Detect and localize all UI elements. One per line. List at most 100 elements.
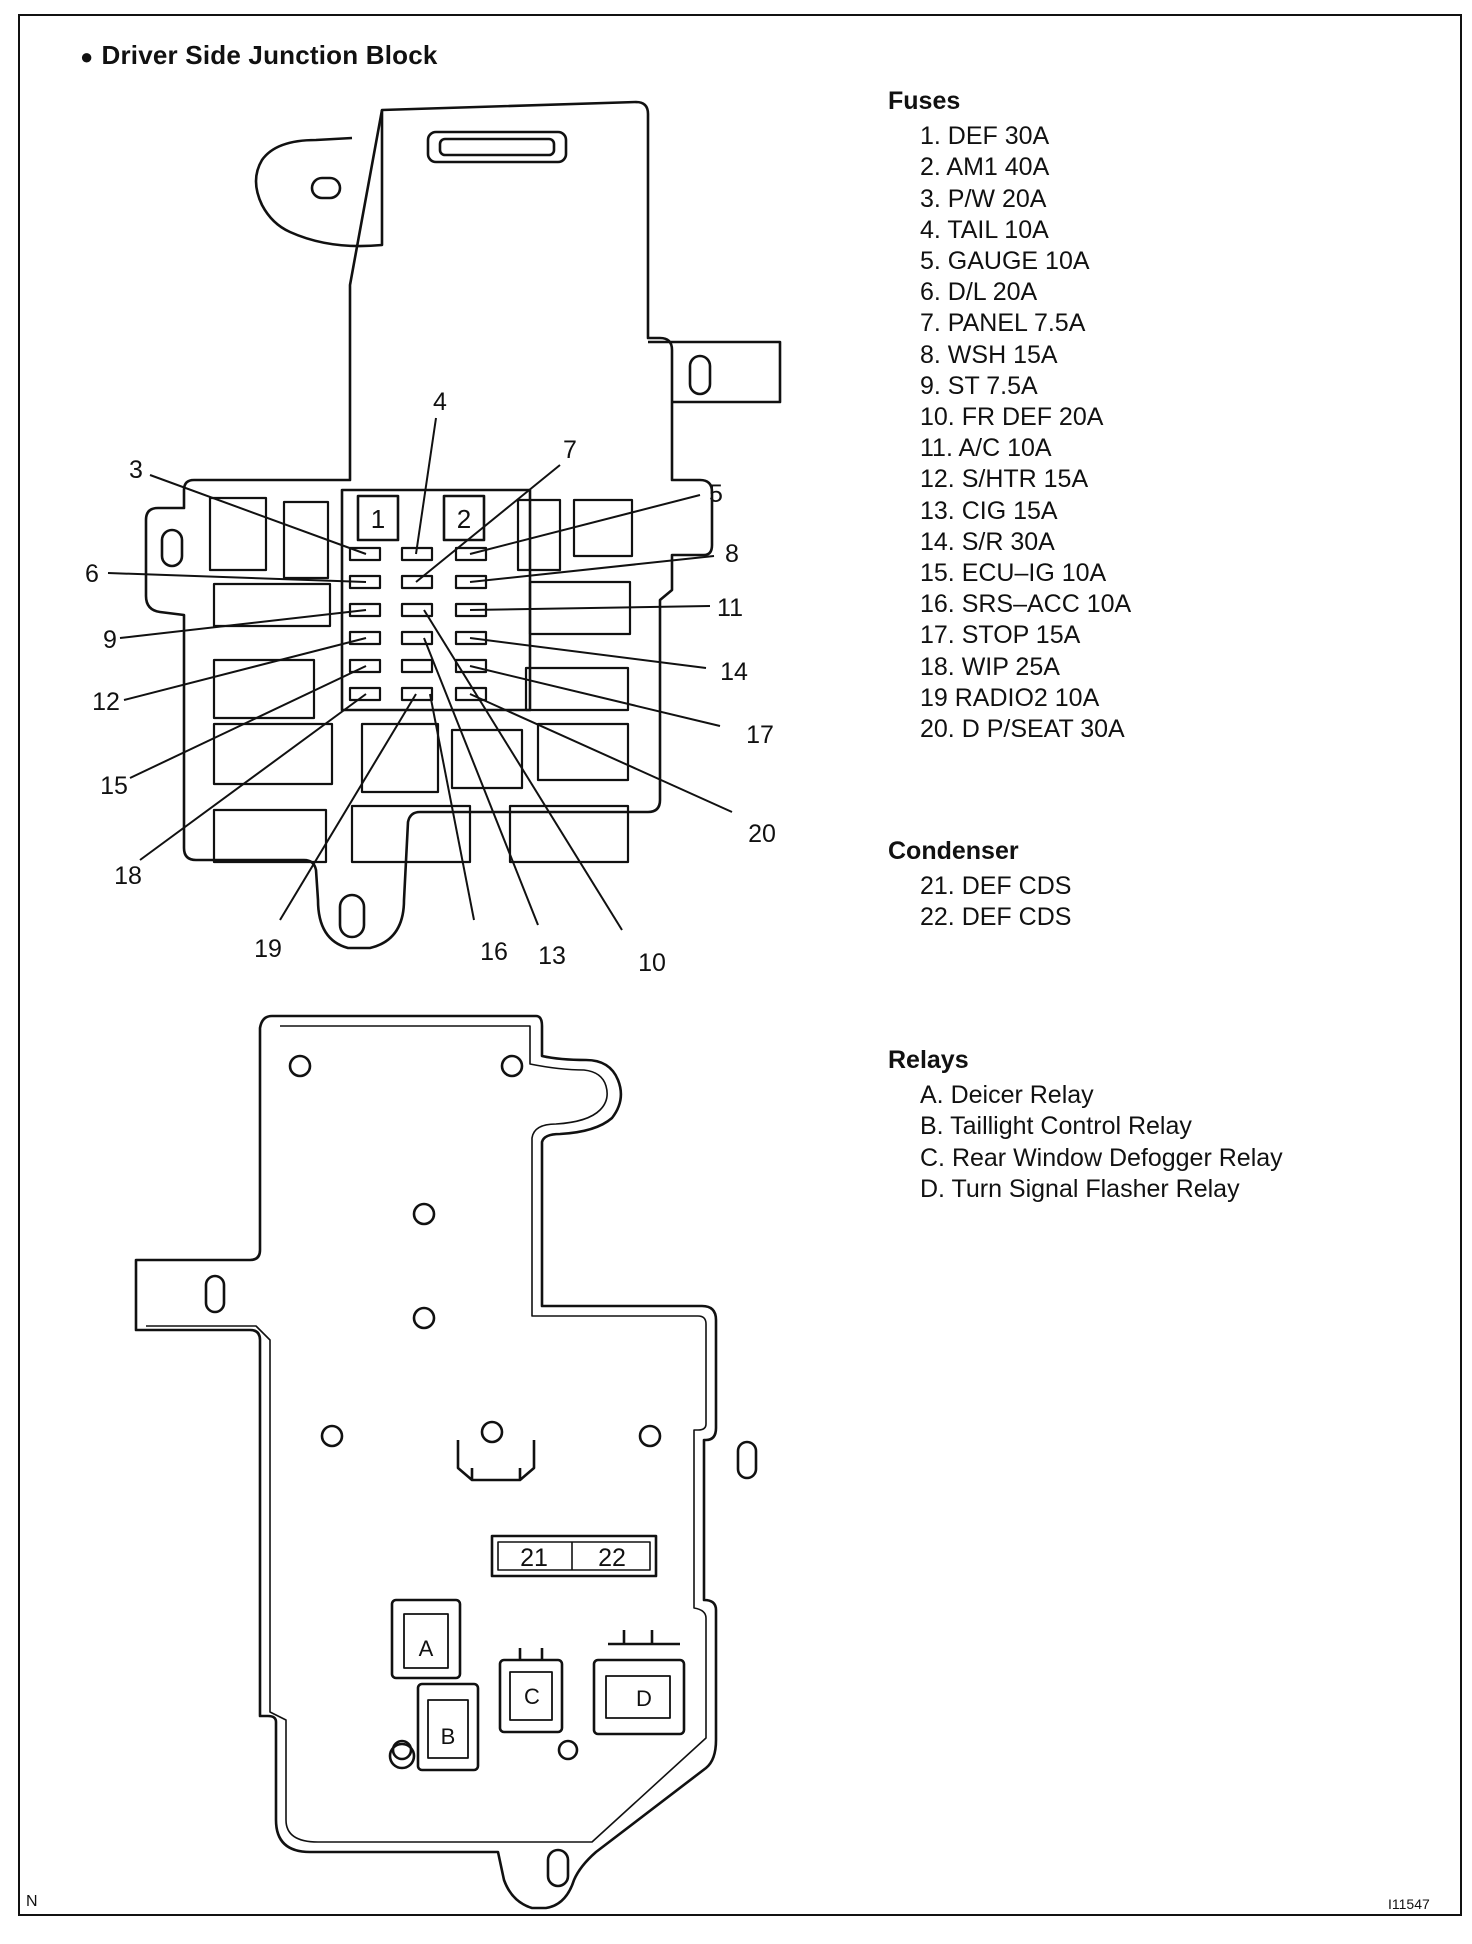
relay-c-housing [498, 1658, 564, 1734]
legend-item: 12. S/HTR 15A [920, 465, 1089, 494]
rear-hole-6 [480, 1420, 504, 1444]
rear-housing-outline [134, 1014, 718, 1910]
fuse-1-label: 1 [371, 504, 385, 534]
legend-item: B. Taillight Control Relay [920, 1112, 1192, 1141]
connector-right-6 [508, 804, 630, 864]
relay-c-label: C [524, 1684, 540, 1709]
legend-item: 10. FR DEF 20A [920, 403, 1104, 432]
condenser-list: 21. DEF CDS 22. DEF CDS [888, 871, 1071, 933]
rear-hole-7 [638, 1424, 662, 1448]
legend-item: C. Rear Window Defogger Relay [920, 1143, 1283, 1172]
rear-left-slot [204, 1274, 226, 1314]
fuse-2-label: 2 [457, 504, 471, 534]
rear-hole-3 [412, 1202, 436, 1226]
fuses-heading: Fuses [888, 87, 961, 115]
legend-item: 11. A/C 10A [920, 434, 1052, 463]
figure-id: I11547 [1388, 1896, 1430, 1912]
callout-19: 19 [254, 935, 282, 963]
condenser-heading: Condenser [888, 837, 1019, 865]
legend-item: 13. CIG 15A [920, 496, 1058, 525]
condenser-legend: Condenser 21. DEF CDS 22. DEF CDS [888, 836, 1071, 934]
legend-item: 14. S/R 30A [920, 527, 1055, 556]
callout-18: 18 [114, 862, 142, 890]
connector-right-1 [516, 498, 562, 572]
relay-d-housing [592, 1658, 686, 1736]
fuse-1-slot [356, 494, 400, 542]
fuses-legend: Fuses 1. DEF 30A 2. AM1 40A 3. P/W 20A 4… [888, 86, 1131, 745]
legend-item: D. Turn Signal Flasher Relay [920, 1174, 1240, 1203]
callout-13: 13 [538, 942, 566, 970]
corner-left-mark: N [26, 1893, 38, 1910]
legend-item: 17. STOP 15A [920, 621, 1081, 650]
connector-left-2 [282, 500, 330, 580]
legend-item: 20. D P/SEAT 30A [920, 715, 1125, 744]
callout-11: 11 [717, 594, 743, 622]
callout-20: 20 [748, 820, 776, 848]
legend-item: 18. WIP 25A [920, 652, 1060, 681]
connector-right-5 [536, 722, 630, 782]
connector-left-6 [212, 808, 328, 864]
rear-hole-1 [288, 1054, 312, 1078]
callout-14: 14 [720, 658, 748, 686]
bottom-ear-hole [338, 893, 366, 939]
legend-item: 7. PANEL 7.5A [920, 309, 1086, 338]
relay-d-label: D [636, 1686, 652, 1711]
front-view [107, 100, 782, 950]
callout-15: 15 [100, 772, 128, 800]
right-bracket-hole [688, 354, 712, 396]
callout-3: 3 [129, 456, 143, 484]
lid-slot-inner [438, 137, 556, 157]
connector-left-5 [212, 722, 334, 786]
title-bullet: ● [80, 44, 94, 69]
callout-16: 16 [480, 938, 508, 966]
page-frame [18, 14, 1462, 1916]
condenser-holder [490, 1534, 658, 1578]
rear-view [134, 1014, 758, 1910]
relay-a-label: A [419, 1636, 434, 1661]
fuses-list: 1. DEF 30A 2. AM1 40A 3. P/W 20A 4. TAIL… [888, 121, 1131, 745]
front-housing-outline [144, 100, 714, 950]
condenser-22-label: 22 [598, 1544, 626, 1572]
legend-item: 5. GAUGE 10A [920, 247, 1090, 276]
connector-right-2 [572, 498, 634, 558]
rear-hole-2 [500, 1054, 524, 1078]
connector-right-4 [524, 666, 630, 712]
rear-hole-4 [412, 1306, 436, 1330]
connector-center-3 [350, 804, 472, 864]
legend-item: 3. P/W 20A [920, 184, 1047, 213]
connector-center-2 [450, 728, 524, 790]
connector-left-1 [208, 496, 268, 572]
left-ear-hole [160, 528, 184, 568]
right-bracket [648, 340, 782, 404]
relay-b-housing [416, 1682, 480, 1772]
callout-10: 10 [638, 949, 666, 977]
legend-item: 1. DEF 30A [920, 122, 1050, 151]
lid-tab-hole [310, 176, 342, 200]
callout-7: 7 [563, 436, 577, 464]
rear-right-slot [736, 1440, 758, 1480]
callout-17: 17 [746, 721, 774, 749]
relay-a-housing [390, 1598, 462, 1680]
relays-legend: Relays A. Deicer Relay B. Taillight Cont… [888, 1045, 1283, 1205]
legend-item: 19 RADIO2 10A [920, 683, 1100, 712]
legend-item: 8. WSH 15A [920, 340, 1058, 369]
relays-heading: Relays [888, 1046, 969, 1074]
mini-fuse-grid [348, 546, 488, 702]
condenser-holder-inner [497, 1541, 651, 1571]
legend-item: 2. AM1 40A [920, 153, 1050, 182]
legend-item: 4. TAIL 10A [920, 215, 1049, 244]
legend-item: 16. SRS–ACC 10A [920, 590, 1132, 619]
connector-left-4 [212, 658, 316, 720]
relays-list: A. Deicer Relay B. Taillight Control Rel… [888, 1080, 1283, 1205]
front-lid [254, 110, 384, 248]
rear-hole-5 [320, 1424, 344, 1448]
title-text: Driver Side Junction Block [101, 40, 438, 70]
legend-item: A. Deicer Relay [920, 1081, 1094, 1110]
connector-center-1 [360, 722, 440, 794]
connector-left-3 [212, 582, 332, 628]
fuse-2-slot [442, 494, 486, 542]
diagram-title: ● Driver Side Junction Block [80, 40, 438, 71]
callout-8: 8 [725, 540, 739, 568]
legend-item: 9. ST 7.5A [920, 371, 1038, 400]
